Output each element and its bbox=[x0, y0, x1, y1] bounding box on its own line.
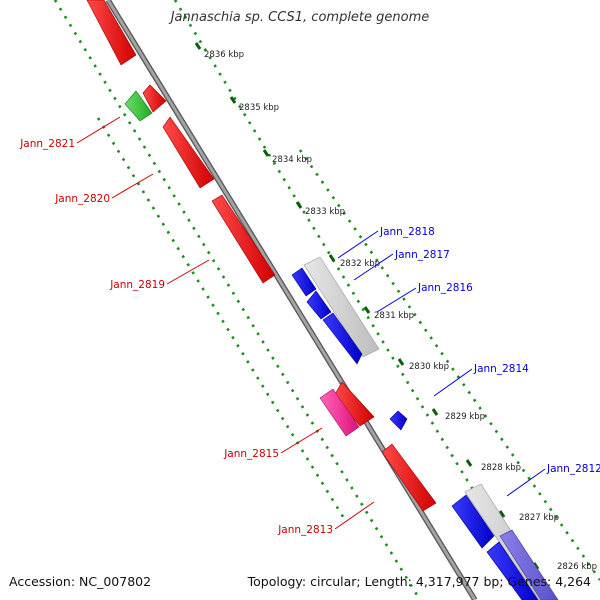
gene-magenta-2815 bbox=[319, 388, 360, 437]
kbp-label: 2832 kbp bbox=[340, 259, 380, 269]
gene-label-reverse: Jann_2816 bbox=[417, 282, 473, 294]
kbp-label: 2826 kbp bbox=[557, 562, 597, 572]
genome-summary-text: Topology: circular; Length: 4,317,977 bp… bbox=[247, 574, 591, 589]
dotted-tracks bbox=[53, 0, 600, 600]
gene-label-forward: Jann_2813 bbox=[277, 524, 333, 536]
accession-text: Accession: NC_007802 bbox=[9, 574, 152, 589]
kbp-tick-marks bbox=[194, 42, 540, 570]
leader-2815 bbox=[280, 427, 323, 454]
leader-2821 bbox=[76, 116, 121, 144]
kbp-label: 2828 kbp bbox=[481, 463, 521, 473]
kbp-label: 2834 kbp bbox=[272, 155, 312, 165]
gene-blue-2814 bbox=[389, 410, 408, 431]
kbp-label: 2831 kbp bbox=[374, 311, 414, 321]
gene-blue-2812b bbox=[486, 541, 539, 600]
kbp-label: 2836 kbp bbox=[204, 50, 244, 60]
gene-lavender bbox=[499, 529, 559, 600]
gene-blue-2812a bbox=[451, 494, 495, 549]
kbp-labels: 2836 kbp 2835 kbp 2834 kbp 2833 kbp 2832… bbox=[204, 50, 597, 572]
leader-2819 bbox=[166, 259, 210, 285]
dotted-track-outer-left bbox=[53, 0, 422, 600]
gene-red-2813 bbox=[381, 443, 437, 512]
leader-2818 bbox=[337, 230, 379, 259]
kbp-label: 2829 kbp bbox=[445, 412, 485, 422]
dotted-track-inner-left bbox=[96, 117, 347, 521]
gene-gray-1 bbox=[303, 256, 380, 358]
gene-label-forward: Jann_2815 bbox=[223, 448, 279, 460]
gene-red-top bbox=[86, 0, 137, 66]
map-title: Jannaschia sp. CCS1, complete genome bbox=[170, 10, 430, 25]
gene-blue-2818 bbox=[291, 267, 317, 297]
leader-2813 bbox=[334, 501, 375, 530]
leader-2816 bbox=[376, 287, 417, 313]
gene-labels: Jann_2821 Jann_2820 Jann_2819 Jann_2818 … bbox=[19, 138, 600, 536]
gene-label-reverse: Jann_2818 bbox=[379, 226, 435, 238]
reverse-genes bbox=[291, 267, 559, 600]
kbp-label: 2827 kbp bbox=[519, 513, 559, 523]
leader-2817 bbox=[353, 253, 394, 281]
dotted-track-outer-right bbox=[298, 149, 600, 581]
kbp-label: 2835 kbp bbox=[239, 103, 279, 113]
gene-label-forward: Jann_2820 bbox=[54, 193, 110, 205]
leader-2820 bbox=[111, 173, 154, 199]
gene-blue-2816 bbox=[322, 312, 363, 365]
gene-label-forward: Jann_2821 bbox=[19, 138, 75, 150]
gene-label-reverse: Jann_2814 bbox=[473, 363, 529, 375]
leader-lines bbox=[76, 116, 546, 530]
gene-green-2821 bbox=[124, 90, 153, 122]
gene-label-reverse: Jann_2812 bbox=[546, 463, 600, 475]
leader-2814 bbox=[433, 368, 473, 397]
forward-genes bbox=[86, 0, 437, 512]
kbp-label: 2833 kbp bbox=[305, 207, 345, 217]
leader-2812 bbox=[506, 468, 546, 497]
other-genes bbox=[124, 90, 360, 437]
gene-label-reverse: Jann_2817 bbox=[394, 249, 450, 261]
gene-red-2820 bbox=[162, 116, 215, 189]
gene-red-2821 bbox=[142, 84, 167, 113]
gene-red-2819 bbox=[211, 194, 276, 284]
kbp-label: 2830 kbp bbox=[409, 362, 449, 372]
gene-blue-2817 bbox=[306, 290, 332, 320]
gene-label-forward: Jann_2819 bbox=[109, 279, 165, 291]
genome-backbone bbox=[105, 0, 478, 600]
